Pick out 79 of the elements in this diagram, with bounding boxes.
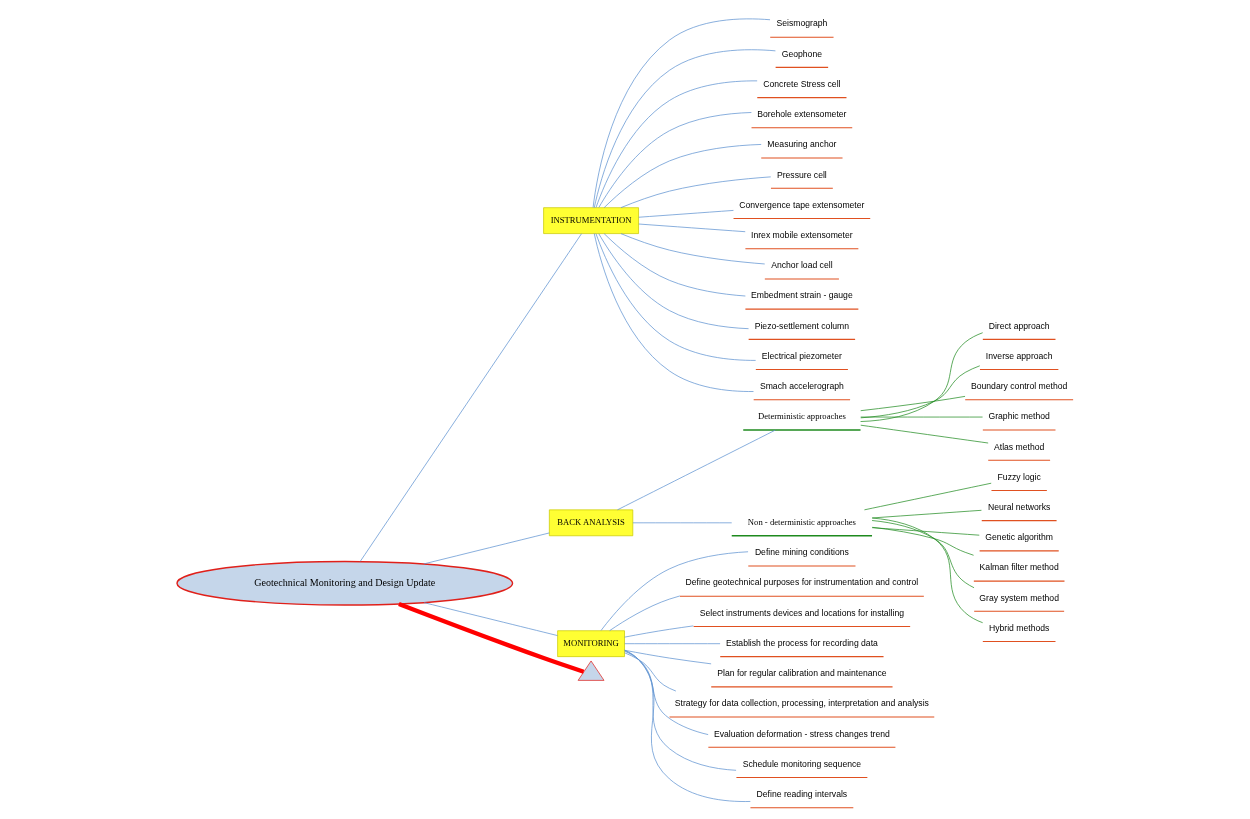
connector: [624, 650, 709, 735]
node-text: Establish the process for recording data: [725, 637, 878, 648]
node-text: Schedule monitoring sequence: [742, 758, 862, 769]
node-text: Boundary control method: [970, 381, 1068, 392]
node-text: Evaluation deformation - stress changes trend: [713, 728, 890, 739]
node-text: Graphic method: [988, 411, 1050, 422]
connector: [638, 210, 734, 218]
node-text: Genetic algorithm: [985, 532, 1053, 543]
node-text: Concrete Stress cell: [763, 78, 841, 89]
connector: [624, 649, 712, 665]
node-text: Gray system method: [979, 592, 1059, 603]
node-text: Strategy for data collection, processing, interpretation and analysis: [674, 698, 929, 709]
connector: [617, 429, 776, 511]
connector: [638, 223, 746, 233]
node-text: Fuzzy logic: [997, 471, 1041, 482]
node-text: Neural networks: [988, 501, 1051, 512]
connector: [632, 522, 733, 524]
node-text: Select instruments devices and locations for installing: [699, 607, 904, 618]
connector: [592, 18, 771, 208]
connector: [609, 595, 681, 631]
connector: [624, 649, 751, 802]
connector: [860, 416, 983, 418]
connector: [624, 652, 677, 692]
connector: [620, 176, 772, 208]
node-box: MONITORING: [557, 630, 625, 657]
connector: [871, 509, 982, 519]
node-text: Borehole extensometer: [757, 109, 847, 120]
connector: [624, 650, 737, 771]
node-text: Non - deterministic approaches: [747, 517, 856, 528]
connector: [598, 112, 752, 208]
connector: [620, 233, 766, 265]
node-text: Deterministic approaches: [757, 411, 846, 422]
node-triangle: [577, 660, 605, 681]
node-text: Piezo-settlement column: [754, 320, 850, 331]
connector: [860, 365, 981, 419]
node-text: Geophone: [781, 48, 823, 59]
connector: [600, 551, 749, 631]
connector: [603, 233, 746, 297]
connector: [595, 80, 758, 208]
connector: [871, 520, 975, 589]
connector: [624, 625, 694, 638]
connector: [624, 643, 721, 645]
node-text: Inverse approach: [985, 350, 1053, 361]
connector: [860, 424, 989, 444]
node-box: INSTRUMENTATION: [543, 207, 639, 234]
node-text: Kalman filter method: [979, 562, 1059, 573]
node-text: Convergence tape extensometer: [739, 199, 865, 210]
node-text: Pressure cell: [776, 169, 827, 180]
connector: [398, 602, 585, 674]
connector: [595, 233, 756, 361]
connector: [423, 602, 558, 636]
node-text: Define reading intervals: [756, 789, 848, 800]
node-text: Seismograph: [776, 18, 828, 29]
node-text: Inrex mobile extensometer: [751, 229, 853, 240]
connector: [598, 233, 749, 330]
connector: [860, 396, 966, 412]
connector: [593, 49, 776, 209]
node-text: Hybrid methods: [988, 622, 1050, 633]
node-text: Define geotechnical purposes for instrumentation and control: [685, 577, 919, 588]
node-text: Plan for regular calibration and maintenance: [717, 668, 887, 679]
connector: [860, 332, 984, 422]
node-text: Define mining conditions: [754, 547, 849, 558]
connector: [423, 532, 550, 565]
connector: [872, 526, 974, 556]
node-text: Smach accelerograph: [759, 381, 844, 392]
node-text: Anchor load cell: [771, 260, 833, 271]
connector: [359, 233, 582, 562]
node-text: Direct approach: [988, 320, 1050, 331]
connector: [593, 233, 754, 392]
node-text: Measuring anchor: [767, 139, 837, 150]
node-text: Embedment strain - gauge: [751, 290, 853, 301]
connector: [864, 482, 992, 511]
connector: [603, 144, 762, 208]
connector: [871, 527, 980, 536]
node-text: Electrical piezometer: [761, 350, 842, 361]
node-ellipse: Geotechnical Monitoring and Design Update: [176, 560, 514, 606]
connector: [871, 517, 983, 624]
node-box: BACK ANALYSIS: [549, 509, 634, 537]
node-text: Atlas method: [993, 441, 1045, 452]
